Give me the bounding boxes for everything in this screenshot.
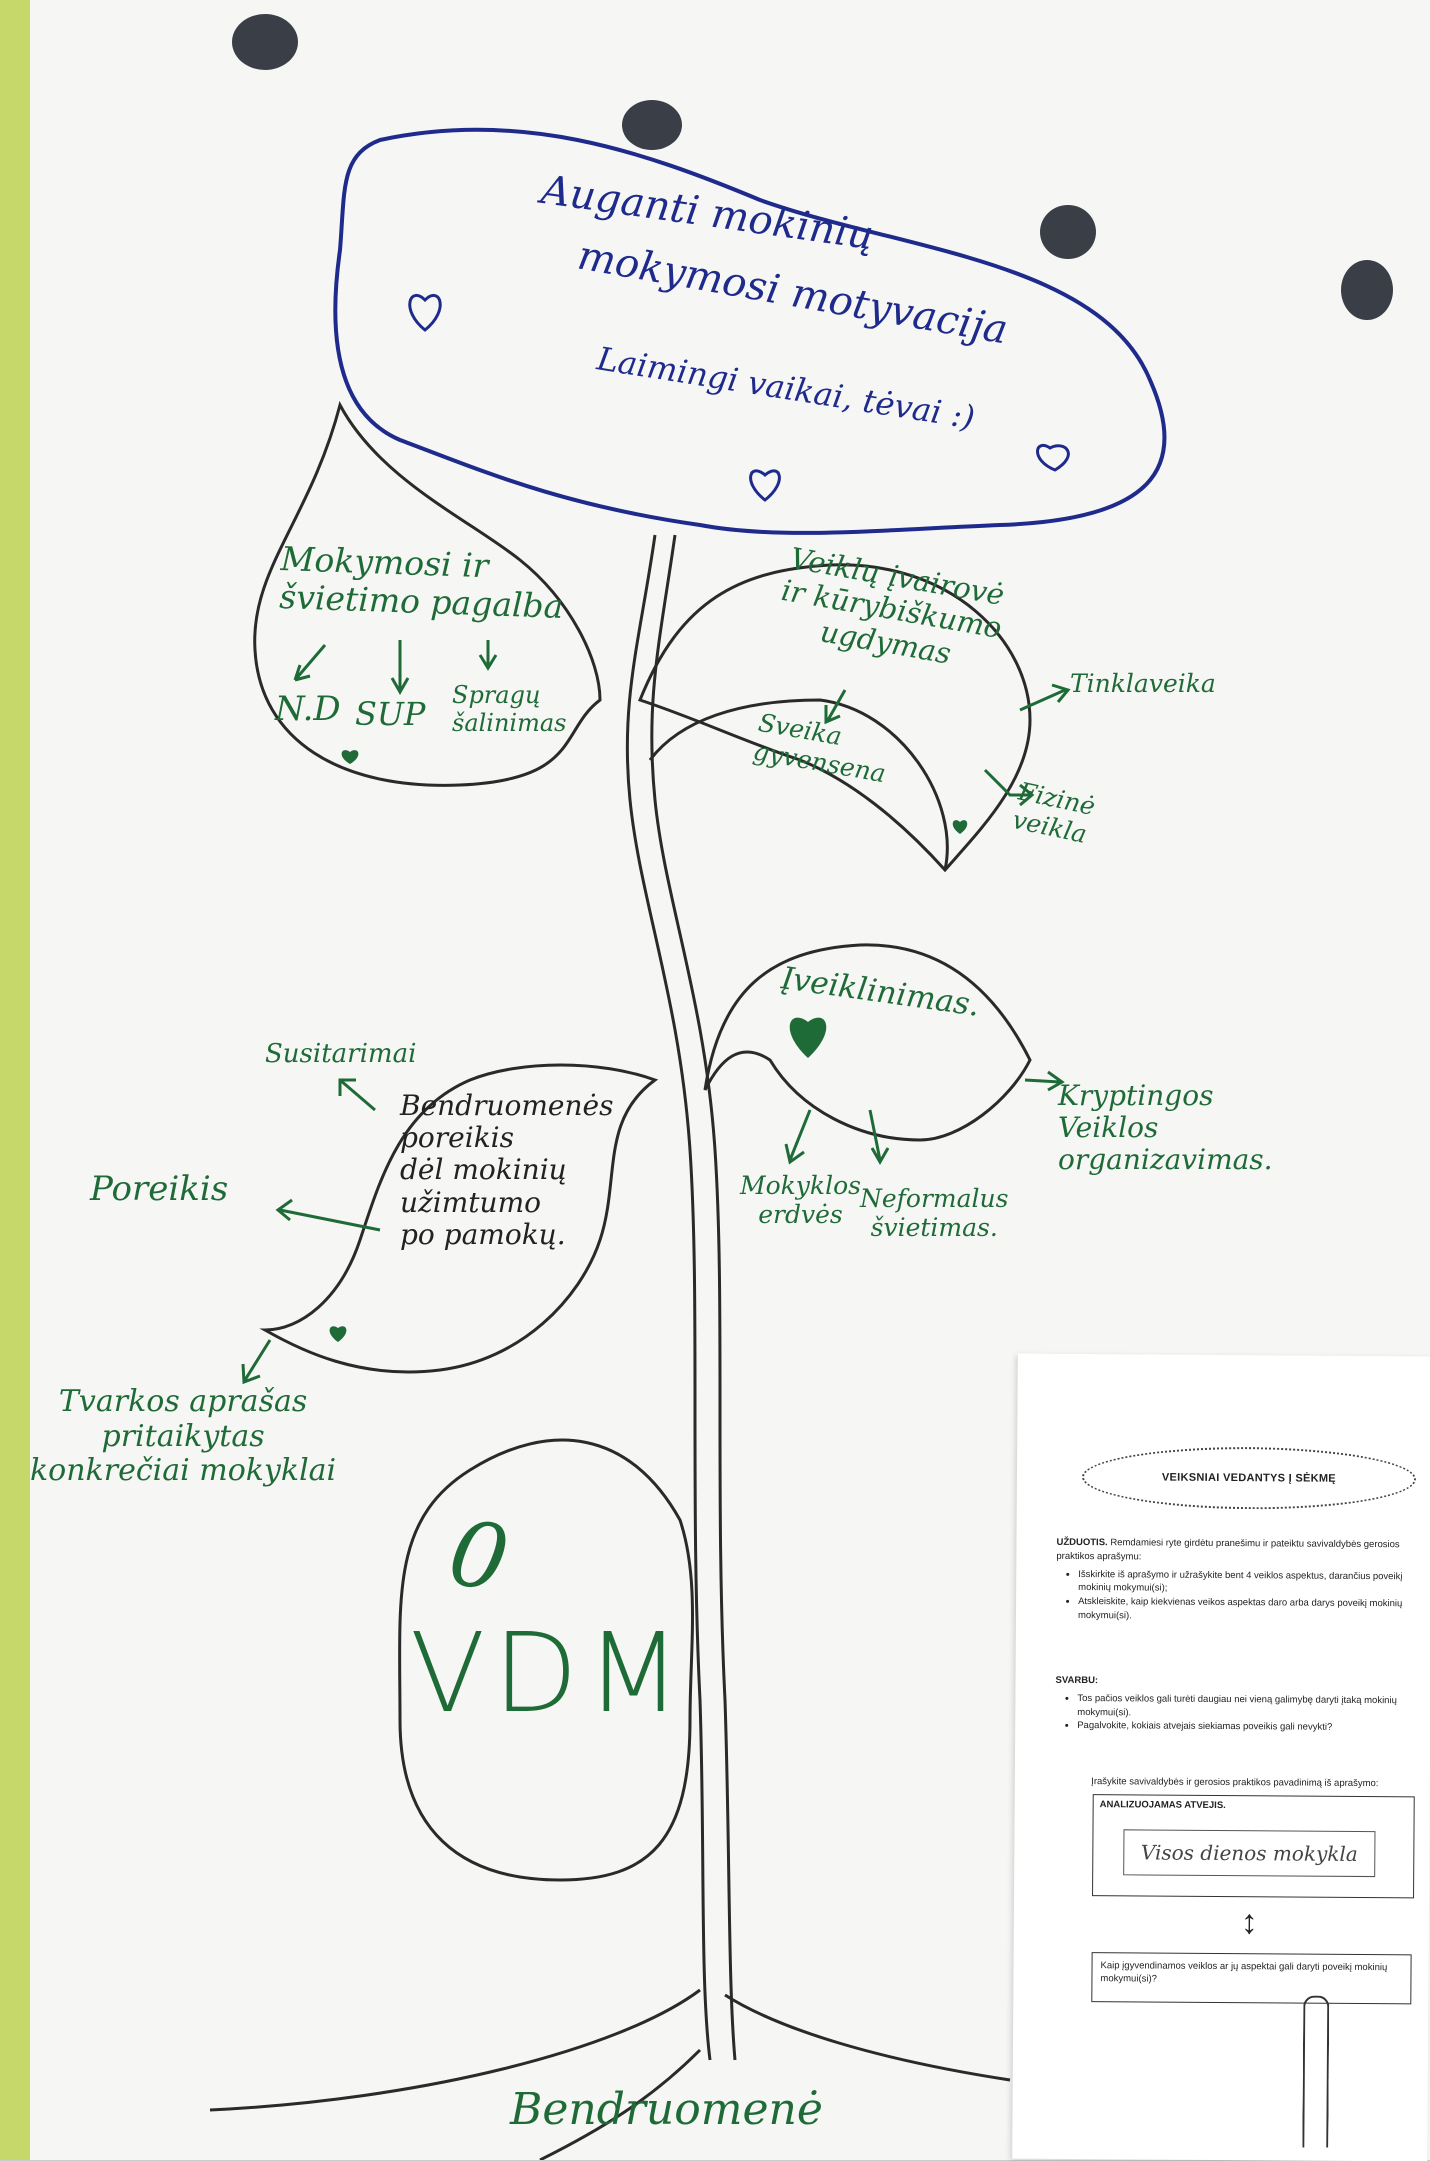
heart-icon	[952, 820, 968, 834]
heart-icon	[789, 1017, 827, 1058]
leaf4-out-agreements: Susitarimai	[265, 1039, 417, 1069]
task-bullet: Išskirkite iš aprašymo ir užrašykite ben…	[1078, 1568, 1426, 1598]
heart-icon	[749, 469, 781, 502]
punch-hole	[232, 14, 298, 70]
root-line	[724, 1993, 1011, 2082]
leaf1-title: Mokymosi ir švietimo pagalba	[278, 539, 565, 626]
punch-hole	[1040, 205, 1096, 259]
roots-label: Bendruomenė	[510, 2084, 823, 2135]
pin-clip	[1302, 1995, 1330, 2148]
heart-icon	[1036, 444, 1070, 472]
leaf4-text: Bendruomenės poreikis dėl mokinių užimtu…	[400, 1089, 614, 1251]
task-sheet-title: VEIKSNIAI VEDANTYS Į SĖKMĘ	[1081, 1446, 1417, 1511]
case-label: ANALIZUOJAMAS ATVEJIS.	[1099, 1799, 1226, 1812]
arrow-icon	[275, 1198, 381, 1232]
arrow-icon	[1019, 683, 1071, 712]
arrow-icon	[338, 1078, 376, 1112]
heart-icon	[329, 1326, 347, 1342]
arrow-icon	[784, 1109, 812, 1165]
case-value: Visos dienos mokykla	[1123, 1829, 1376, 1878]
task-bullet: Atskleiskite, kaip kiekvienas veikos asp…	[1078, 1595, 1426, 1625]
arrow-icon	[293, 644, 327, 682]
leaf-learning-support	[253, 400, 602, 787]
task-sheet: VEIKSNIAI VEDANTYS Į SĖKMĘ UŽDUOTIS. Rem…	[1012, 1353, 1430, 2161]
arrow-icon	[390, 640, 410, 696]
important-section: SVARBU: Tos pačios veiklos gali turėti d…	[1055, 1674, 1415, 1736]
cloud-outline	[333, 127, 1167, 535]
question-box: Kaip įgyvendinamos veiklos ar jų aspekta…	[1091, 1952, 1412, 2005]
heart-icon	[341, 750, 359, 764]
leaf4-out-rules: Tvarkos aprašas pritaikytas konkrečiai m…	[30, 1384, 337, 1488]
green-arrows	[241, 640, 1071, 1385]
important-bullet: Pagalvokite, kokiais atvejais siekiamas …	[1077, 1719, 1415, 1735]
seed-text: VDM	[410, 1609, 689, 1737]
plant-stem	[625, 534, 712, 2061]
leaf1-item-sup: SUP	[355, 695, 426, 733]
arrow-icon	[1024, 1070, 1065, 1092]
arrow-icon	[824, 689, 847, 725]
punch-hole	[1341, 260, 1393, 320]
case-instruction: Įrašykite savivaldybės ir gerosios prakt…	[1091, 1776, 1379, 1790]
task-text: Remdamiesi ryte girdėtu pranešimu ir pat…	[1056, 1537, 1400, 1563]
leaf-engagement	[703, 943, 1032, 1142]
leaf-community-needs	[259, 1063, 659, 1374]
green-wall-edge	[0, 0, 30, 2160]
important-label: SVARBU:	[1055, 1674, 1099, 1687]
plant-stem	[650, 534, 737, 2061]
leaf-activities-inner	[648, 698, 949, 871]
up-down-arrow-icon: ↕	[1240, 1903, 1258, 1942]
root-line	[209, 1988, 701, 2112]
arrow-icon	[868, 1109, 890, 1166]
important-bullet: Tos pačios veiklos gali turėti daugiau n…	[1077, 1692, 1415, 1722]
leaf-activities-variety	[638, 563, 1032, 873]
task-label: UŽDUOTIS.	[1056, 1536, 1108, 1549]
heart-icon	[408, 293, 442, 332]
leaf4-out-need: Poreikis	[90, 1169, 229, 1209]
arrow-icon	[983, 768, 1035, 807]
task-section: UŽDUOTIS. Remdamiesi ryte girdėtu praneš…	[1056, 1536, 1427, 1625]
punch-hole	[622, 100, 682, 150]
arrow-icon	[478, 640, 498, 671]
leaf1-item-gaps: Spragų šalinimas	[452, 681, 567, 737]
case-box: ANALIZUOJAMAS ATVEJIS. Visos dienos moky…	[1092, 1794, 1415, 1899]
leaf3-item-nonformal: Neformalus švietimas.	[860, 1184, 1009, 1242]
root-line	[539, 2048, 702, 2160]
leaf3-item-spaces: Mokyklos erdvės	[740, 1171, 861, 1229]
leaf3-out: Kryptingos Veiklos organizavimas.	[1058, 1079, 1273, 1177]
arrow-icon	[241, 1339, 272, 1385]
leaf1-item-nd: N.D	[275, 689, 341, 729]
seed-outline	[398, 1438, 694, 1882]
leaf2-out-network: Tinklaveika	[1070, 669, 1216, 698]
